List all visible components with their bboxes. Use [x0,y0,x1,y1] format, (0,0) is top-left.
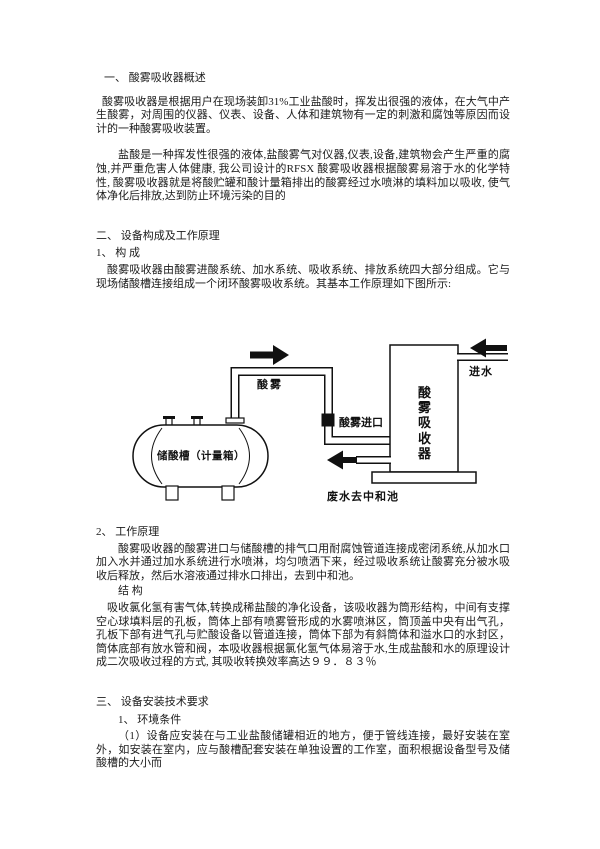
wastewater-arrow-left-icon [327,450,357,470]
storage-tank [132,416,269,501]
absorber-base [371,471,477,484]
acid-mist-pipe [230,367,391,445]
label-water-inlet: 进水 [469,366,493,378]
label-absorber-vertical: 酸雾吸收器 [417,385,431,461]
section-1-paragraph-1: 酸雾吸收器是根据用户在现场装卸31%工业盐酸时，挥发出很强的液体，在大气中产生酸… [96,95,510,135]
tank-nozzle-1 [163,416,175,425]
tank-leg-right [221,485,235,501]
label-storage-tank: 储酸槽（计量箱） [157,450,245,462]
section-2-paragraph-2: 酸雾吸收器的酸雾进口与储酸槽的排气口用耐腐蚀管道连接成密闭系统,从加水口加入水并… [96,542,510,582]
section-2-subheading-3: 结 构 [118,585,143,598]
acid-mist-inlet-marker [321,413,335,427]
section-2-subheading-1: 1、 构 成 [96,247,140,260]
text-block-top: 一、 酸雾吸收器概述 酸雾吸收器是根据用户在现场装卸31%工业盐酸时，挥发出很强… [96,72,510,291]
diagram-drawing [132,338,508,501]
section-2-paragraph-3: 吸收氯化氢有害气体,转换成稀盐酸的净化设备，该吸收器为筒形结构，中间有支撑空心球… [96,601,510,669]
section-3-paragraph-1: （1）设备应安装在与工业盐酸储罐相近的地方，便于管线连接，最好安装在室外，如安装… [96,730,510,770]
flow-arrow-right-icon [250,345,289,365]
section-2-subheading-2: 2、 工作原理 [96,526,160,538]
label-wastewater-to-neutralization: 废水去中和池 [327,491,399,503]
tank-left-seam [151,427,163,485]
section-2-paragraph-1: 酸雾吸收器由酸雾进酸系统、加水系统、吸收系统、排放系统四大部分组成。它与现场储酸… [96,263,510,290]
tank-right-seam [238,427,250,485]
section-1-paragraph-2: 盐酸是一种挥发性很强的液体,盐酸雾气对仪器,仪表,设备,建筑物会产生严重的腐蚀,… [96,149,510,203]
absorber-column [389,344,459,473]
tank-nozzle-2 [191,416,203,425]
section-3-heading: 三、 设备安装技术要求 [96,695,209,708]
label-acid-mist: 酸雾 [257,379,283,391]
tank-pipe-flange [225,417,245,424]
label-acid-mist-inlet: 酸雾进口 [339,417,383,429]
section-2-heading: 二、 设备构成及工作原理 [96,229,220,242]
section-3-subheading-1: 1、 环境条件 [118,713,182,726]
diagram-acid-mist-absorption-system: 酸雾 酸雾进口 储酸槽（计量箱） 酸雾吸收器 进水 废水去中和池 [0,330,600,530]
text-block-bottom: 2、 工作原理 酸雾吸收器的酸雾进口与储酸槽的排气口用耐腐蚀管道连接成密闭系统,… [96,526,510,771]
tank-leg-left [165,485,179,501]
section-1-heading: 一、 酸雾吸收器概述 [104,72,206,84]
water-flow-arrow-left-icon [470,338,507,358]
